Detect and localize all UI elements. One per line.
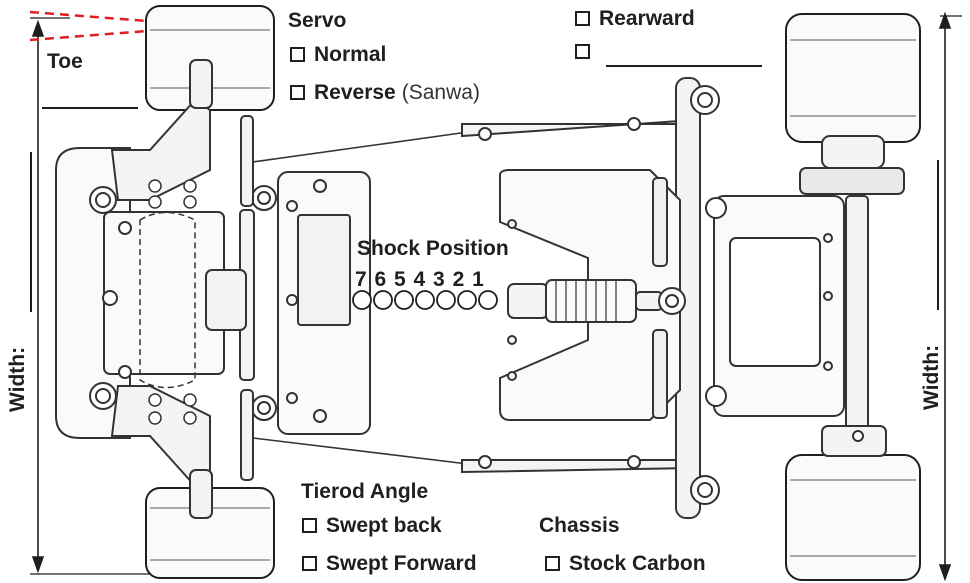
servo-normal-label: Normal [314, 43, 387, 66]
rear-axle [799, 135, 905, 457]
shock-position-numbers: 7 6 5 4 3 2 1 [355, 268, 485, 291]
chassis-stock-carbon-checkbox[interactable] [545, 556, 560, 571]
rear-rearward-checkbox[interactable] [575, 11, 590, 26]
servo-reverse-option[interactable]: Reverse (Sanwa) [290, 82, 480, 103]
shock-position-title: Shock Position [357, 237, 509, 260]
front-screws [148, 179, 197, 425]
front-body-outline [139, 211, 196, 389]
servo-reverse-label: Reverse [314, 81, 396, 104]
left-width-blank [30, 152, 32, 312]
right-width-dimension [938, 11, 962, 582]
tierod-swept-back-checkbox[interactable] [302, 518, 317, 533]
rear-right-tire [785, 454, 921, 581]
servo-reverse-note: (Sanwa) [401, 81, 480, 104]
tierod-swept-forward-label: Swept Forward [326, 552, 477, 575]
toe-label: Toe [47, 50, 83, 73]
tierod-swept-back-option[interactable]: Swept back [302, 515, 442, 536]
front-suspension [89, 59, 277, 519]
servo-normal-checkbox[interactable] [290, 47, 305, 62]
rear-rearward-option[interactable]: Rearward [575, 8, 695, 29]
right-width-blank [937, 160, 939, 310]
tierod-swept-back-label: Swept back [326, 514, 442, 537]
tierod-angle-title: Tierod Angle [301, 480, 429, 503]
right-width-label: Width: [920, 344, 943, 410]
rear-left-tire [785, 13, 921, 143]
tierod-swept-forward-option[interactable]: Swept Forward [302, 553, 477, 574]
left-width-label: Width: [6, 346, 29, 412]
shock-absorber [507, 279, 686, 323]
rear-custom-checkbox[interactable] [575, 44, 590, 59]
rear-custom-option[interactable] [575, 44, 599, 59]
servo-normal-option[interactable]: Normal [290, 44, 386, 65]
chassis-plate [252, 131, 469, 465]
tierod-swept-forward-checkbox[interactable] [302, 556, 317, 571]
chassis-stock-carbon-label: Stock Carbon [569, 552, 706, 575]
shock-position-holes [352, 290, 498, 310]
chassis-title: Chassis [539, 514, 620, 537]
servo-title: Servo [288, 9, 347, 32]
rear-suspension-arms [461, 77, 720, 519]
servo-reverse-checkbox[interactable] [290, 85, 305, 100]
chassis-stock-carbon-option[interactable]: Stock Carbon [545, 553, 706, 574]
servo-mount [205, 171, 371, 435]
rear-rearward-label: Rearward [599, 7, 695, 30]
left-width-dimension [31, 19, 45, 574]
